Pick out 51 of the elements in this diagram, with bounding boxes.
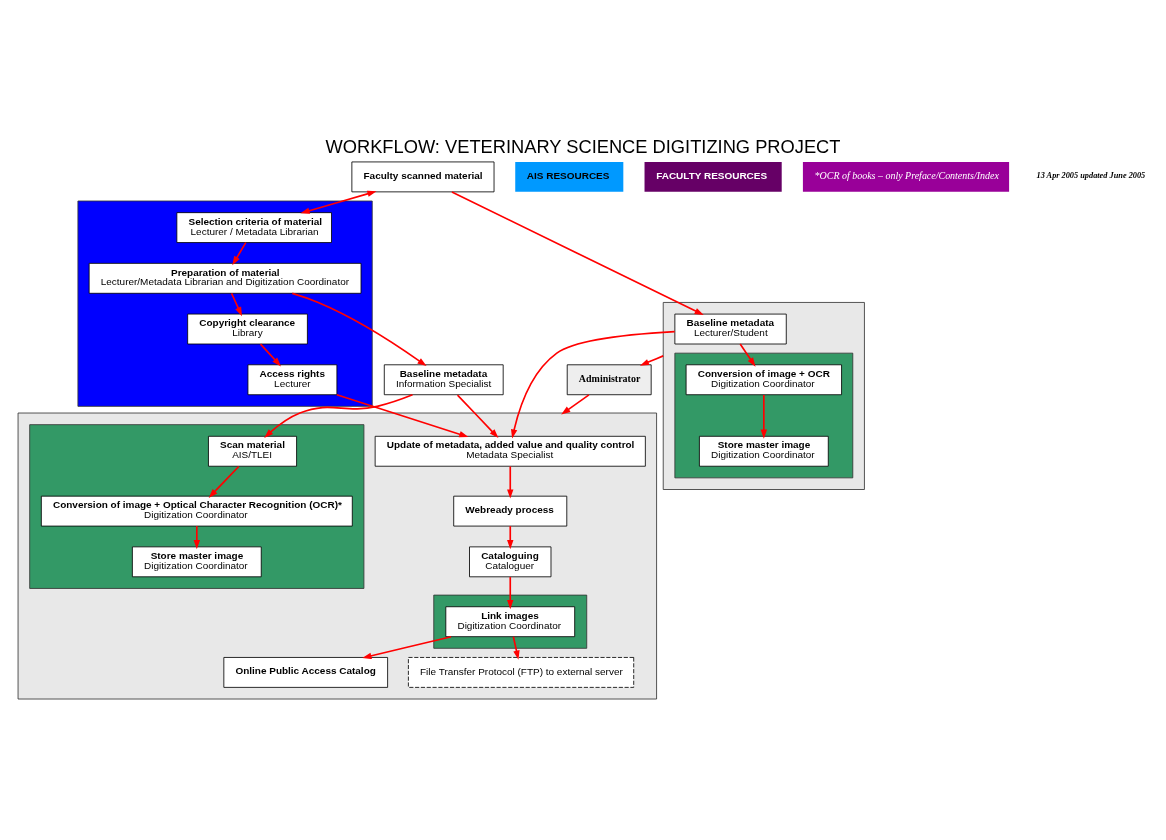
cluster bbox=[29, 423, 365, 589]
node-box: Administrator bbox=[566, 363, 652, 395]
arrow bbox=[264, 393, 414, 438]
arrow bbox=[739, 342, 756, 367]
node-box: Preparation of material Lecturer/Metadata Librarian and Digitization Coordinator bbox=[88, 262, 362, 294]
arrow bbox=[512, 635, 520, 660]
node-box: Conversion of image + Optical Character Recognition (OCR)* Digitization Coordinator bbox=[40, 495, 353, 526]
label: 13 Apr 2005 updated June 2005 bbox=[1036, 170, 1146, 180]
node-box: Faculty scanned material bbox=[351, 161, 495, 192]
arrow bbox=[193, 524, 201, 549]
node-box: Access rights Lecturer bbox=[247, 363, 338, 395]
node-box: Baseline metadata Information Specialist bbox=[383, 363, 504, 395]
node-box: *OCR of books – only Preface/Contents/Index bbox=[802, 161, 1010, 192]
arrow bbox=[335, 393, 469, 437]
node-box: Baseline metadata Lecturer/Student bbox=[674, 313, 787, 344]
node-box: Update of metadata, added value and quality control Metadata Specialist bbox=[374, 435, 646, 467]
node-box: Store master image Digitization Coordinator bbox=[131, 545, 262, 577]
arrow bbox=[561, 393, 590, 414]
node-box: Conversion of image + OCR Digitization Coordinator bbox=[685, 363, 842, 395]
arrow bbox=[511, 330, 676, 439]
node-box: Scan material AIS/TLEI bbox=[208, 435, 297, 467]
arrow bbox=[507, 575, 514, 609]
node-box: Webready process bbox=[453, 495, 568, 526]
arrow bbox=[507, 524, 514, 549]
cluster bbox=[17, 412, 657, 699]
cluster bbox=[433, 594, 588, 649]
node-box: File Transfer Protocol (FTP) to external server bbox=[408, 656, 635, 688]
diagram-title: WORKFLOW: VETERINARY SCIENCE DIGITIZING PROJECT bbox=[325, 135, 841, 157]
arrow bbox=[300, 190, 377, 214]
arrow bbox=[362, 635, 452, 659]
arrow bbox=[230, 292, 242, 316]
node-box: Store master image Digitization Coordinator bbox=[699, 435, 829, 467]
arrow bbox=[259, 342, 281, 366]
arrow bbox=[451, 190, 704, 315]
node-box: AIS RESOURCES bbox=[515, 161, 624, 192]
node-box: Copyright clearance Library bbox=[187, 313, 308, 344]
arrow bbox=[639, 354, 665, 366]
arrow bbox=[456, 393, 499, 438]
arrow bbox=[232, 241, 247, 265]
node-box: Link images Digitization Coordinator bbox=[445, 605, 576, 637]
cluster bbox=[77, 200, 373, 407]
arrow bbox=[760, 393, 768, 439]
node-box: FACULTY RESOURCES bbox=[644, 161, 782, 192]
cluster bbox=[662, 301, 865, 490]
node-box: Cataloguing Cataloguer bbox=[469, 545, 552, 577]
arrow bbox=[291, 292, 427, 366]
node-box: Online Public Access Catalog bbox=[223, 656, 389, 688]
node-box: Selection criteria of material Lecturer / Metadata Librarian bbox=[176, 211, 332, 243]
arrow bbox=[507, 465, 514, 499]
arrow bbox=[208, 465, 240, 498]
cluster bbox=[674, 352, 854, 478]
